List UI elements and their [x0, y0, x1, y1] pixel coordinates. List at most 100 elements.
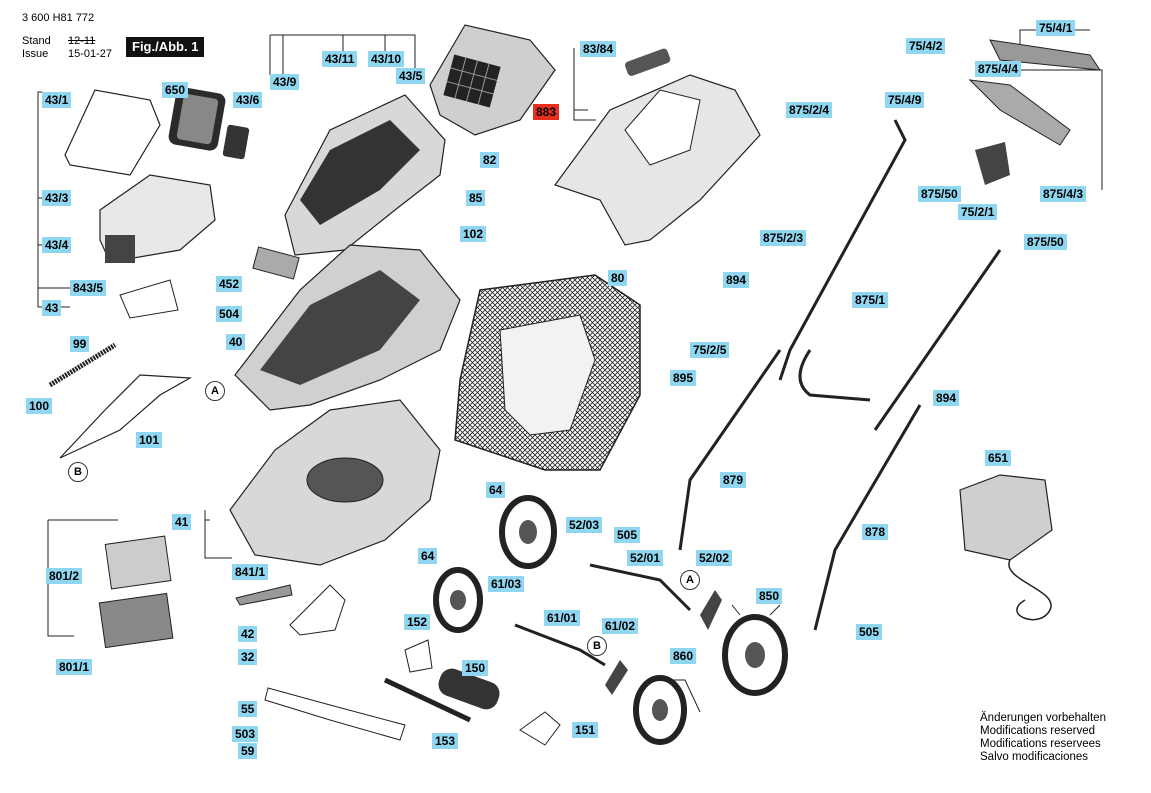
note-french: Modifications reservees — [980, 738, 1101, 750]
callout-43-9: 43/9 — [270, 74, 300, 90]
handle-top-bar-part — [968, 79, 1071, 146]
document-number: 3 600 H81 772 — [22, 12, 95, 24]
callout-841-1: 841/1 — [232, 564, 269, 580]
callout-59: 59 — [238, 743, 258, 759]
callout-151: 151 — [572, 722, 599, 738]
bosch-label-part — [252, 246, 300, 280]
callout-878: 878 — [862, 524, 889, 540]
callout-43-6: 43/6 — [233, 92, 263, 108]
grass-guide-part — [235, 584, 293, 606]
callout-75-4-2: 75/4/2 — [906, 38, 946, 54]
callout-85: 85 — [466, 190, 486, 206]
callout-879: 879 — [720, 472, 747, 488]
handle-grip-top-part — [989, 39, 1102, 71]
callout-875-4-3: 875/4/3 — [1040, 186, 1087, 202]
callout-875-1: 875/1 — [852, 292, 889, 308]
handle-lower-right-part — [813, 404, 922, 631]
callout-83-84: 83/84 — [580, 41, 617, 57]
callout-875-50-bottom: 875/50 — [1024, 234, 1067, 250]
roller-part — [438, 668, 500, 710]
callout-875-2-4: 875/2/4 — [786, 102, 833, 118]
wheel-part-4 — [722, 614, 788, 696]
callout-505-left: 505 — [614, 527, 641, 543]
axle-part-2 — [514, 623, 606, 667]
callout-505-right: 505 — [856, 624, 883, 640]
callout-61-02: 61/02 — [602, 618, 639, 634]
callout-100: 100 — [26, 398, 53, 414]
callout-452: 452 — [216, 276, 243, 292]
callout-75-4-1: 75/4/1 — [1036, 20, 1076, 36]
handle-right-part — [873, 249, 1002, 431]
wheel-part-2 — [433, 567, 483, 633]
callout-43-3: 43/3 — [42, 190, 72, 206]
height-lever-part-1 — [700, 590, 722, 630]
callout-43-10: 43/10 — [368, 51, 405, 67]
motor-part — [98, 592, 174, 649]
callout-43-4: 43/4 — [42, 237, 72, 253]
spring-part — [48, 342, 117, 388]
callout-101: 101 — [136, 432, 163, 448]
callout-102: 102 — [460, 226, 487, 242]
adjust-lever-part — [59, 374, 193, 459]
handle-lower-left-part — [678, 349, 782, 551]
callout-61-03: 61/03 — [488, 576, 525, 592]
roller-cap-part — [519, 711, 561, 746]
charger-part — [959, 474, 1053, 561]
callout-843-5: 843/5 — [70, 280, 107, 296]
figure-label: Fig./Abb. 1 — [126, 37, 205, 57]
deflector-part — [289, 584, 346, 636]
handle-knob-part — [975, 142, 1010, 185]
bracket-part — [119, 279, 179, 319]
callout-153: 153 — [432, 733, 459, 749]
callout-64-bottom: 64 — [418, 548, 438, 564]
callout-850: 850 — [756, 588, 783, 604]
callout-650: 650 — [162, 82, 189, 98]
battery-pack-part — [168, 87, 226, 151]
height-lever-part-2 — [605, 660, 628, 695]
callout-801-2: 801/2 — [46, 568, 83, 584]
wheel-part-1 — [499, 495, 557, 569]
blade-part — [264, 687, 406, 741]
battery-cover-part — [64, 89, 161, 176]
callout-80: 80 — [608, 270, 628, 286]
charger-cable-part — [1008, 559, 1052, 621]
marker-a-left: A — [205, 381, 225, 401]
callout-651: 651 — [985, 450, 1012, 466]
callout-52-02: 52/02 — [696, 550, 733, 566]
callout-43-1: 43/1 — [42, 92, 72, 108]
note-spanish: Salvo modificaciones — [980, 751, 1089, 763]
handle-grip-part — [625, 48, 671, 76]
callout-40: 40 — [226, 334, 246, 350]
callout-152: 152 — [404, 614, 431, 630]
axle-part-1 — [589, 563, 692, 612]
callout-43-11: 43/11 — [322, 51, 358, 67]
small-battery-part — [222, 124, 250, 160]
stand-label: Stand — [22, 35, 51, 47]
callout-55: 55 — [238, 701, 258, 717]
callout-42: 42 — [238, 626, 258, 642]
callout-875-4-4: 875/4/4 — [975, 61, 1022, 77]
marker-b-left: B — [68, 462, 88, 482]
callout-43: 43 — [42, 300, 62, 316]
callout-894-top: 894 — [723, 272, 750, 288]
callout-875-2-3: 875/2/3 — [760, 230, 807, 246]
note-german: Änderungen vorbehalten — [980, 712, 1106, 724]
callout-52-03: 52/03 — [566, 517, 603, 533]
issue-label: Issue — [22, 48, 49, 60]
callout-52-01: 52/01 — [627, 550, 664, 566]
callout-895: 895 — [670, 370, 697, 386]
callout-801-1: 801/1 — [56, 659, 93, 675]
shaft-part — [383, 677, 472, 723]
marker-b-right: B — [587, 636, 607, 656]
callout-504: 504 — [216, 306, 243, 322]
roller-cap-small-part — [404, 639, 433, 673]
modification-notes: Änderungen vorbehalten Modifications res… — [980, 712, 1106, 764]
callout-99: 99 — [70, 336, 90, 352]
motor-board-part — [104, 535, 172, 590]
callout-75-2-1: 75/2/1 — [958, 204, 998, 220]
stand-old-value: 12-11 — [68, 35, 96, 47]
handle-upper-part — [778, 119, 907, 381]
callout-41: 41 — [172, 514, 192, 530]
callout-64-top: 64 — [486, 482, 506, 498]
